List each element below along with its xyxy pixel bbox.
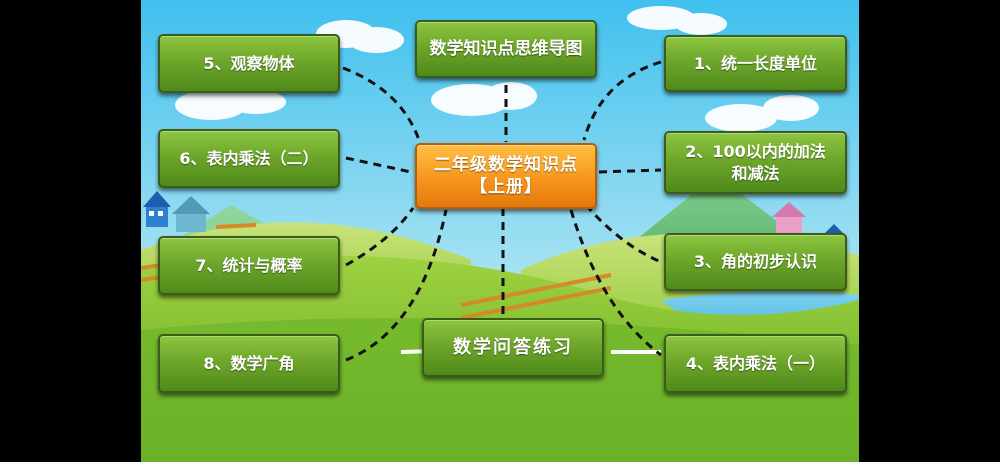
cloud-shapes [175, 6, 819, 132]
link-topic-2 [598, 168, 662, 174]
link-topic-5 [342, 66, 421, 141]
central-topic-line-2: 【上册】 [470, 177, 542, 197]
house-shapes [143, 191, 847, 249]
mind-map-canvas: 数学知识点思维导图 二年级数学知识点 【上册】 数学问答练习 1、统一长度单位 … [141, 0, 859, 462]
link-topic-6 [345, 156, 412, 174]
topic-node-2: 2、100以内的加法 和减法 [664, 131, 847, 194]
topic-node-1: 1、统一长度单位 [664, 35, 847, 92]
topic-node-8: 8、数学广角 [158, 334, 340, 393]
connector-lines [342, 60, 662, 362]
mind-map-title: 数学知识点思维导图 [415, 20, 597, 78]
link-topic-8 [345, 209, 448, 362]
central-topic-line-1: 二年级数学知识点 [434, 155, 578, 175]
topic-node-7: 7、统计与概率 [158, 236, 340, 295]
topic-node-5: 5、观察物体 [158, 34, 340, 93]
link-topic-1 [582, 60, 662, 141]
link-topic-7 [345, 207, 415, 267]
link-topic-4 [569, 209, 662, 357]
topic-node-6: 6、表内乘法（二） [158, 129, 340, 188]
central-topic: 二年级数学知识点 【上册】 [415, 143, 597, 209]
link-topic-3 [584, 204, 662, 264]
practice-node: 数学问答练习 [422, 318, 604, 377]
topic-node-3: 3、角的初步认识 [664, 233, 847, 291]
topic-node-4: 4、表内乘法（一） [664, 334, 847, 393]
